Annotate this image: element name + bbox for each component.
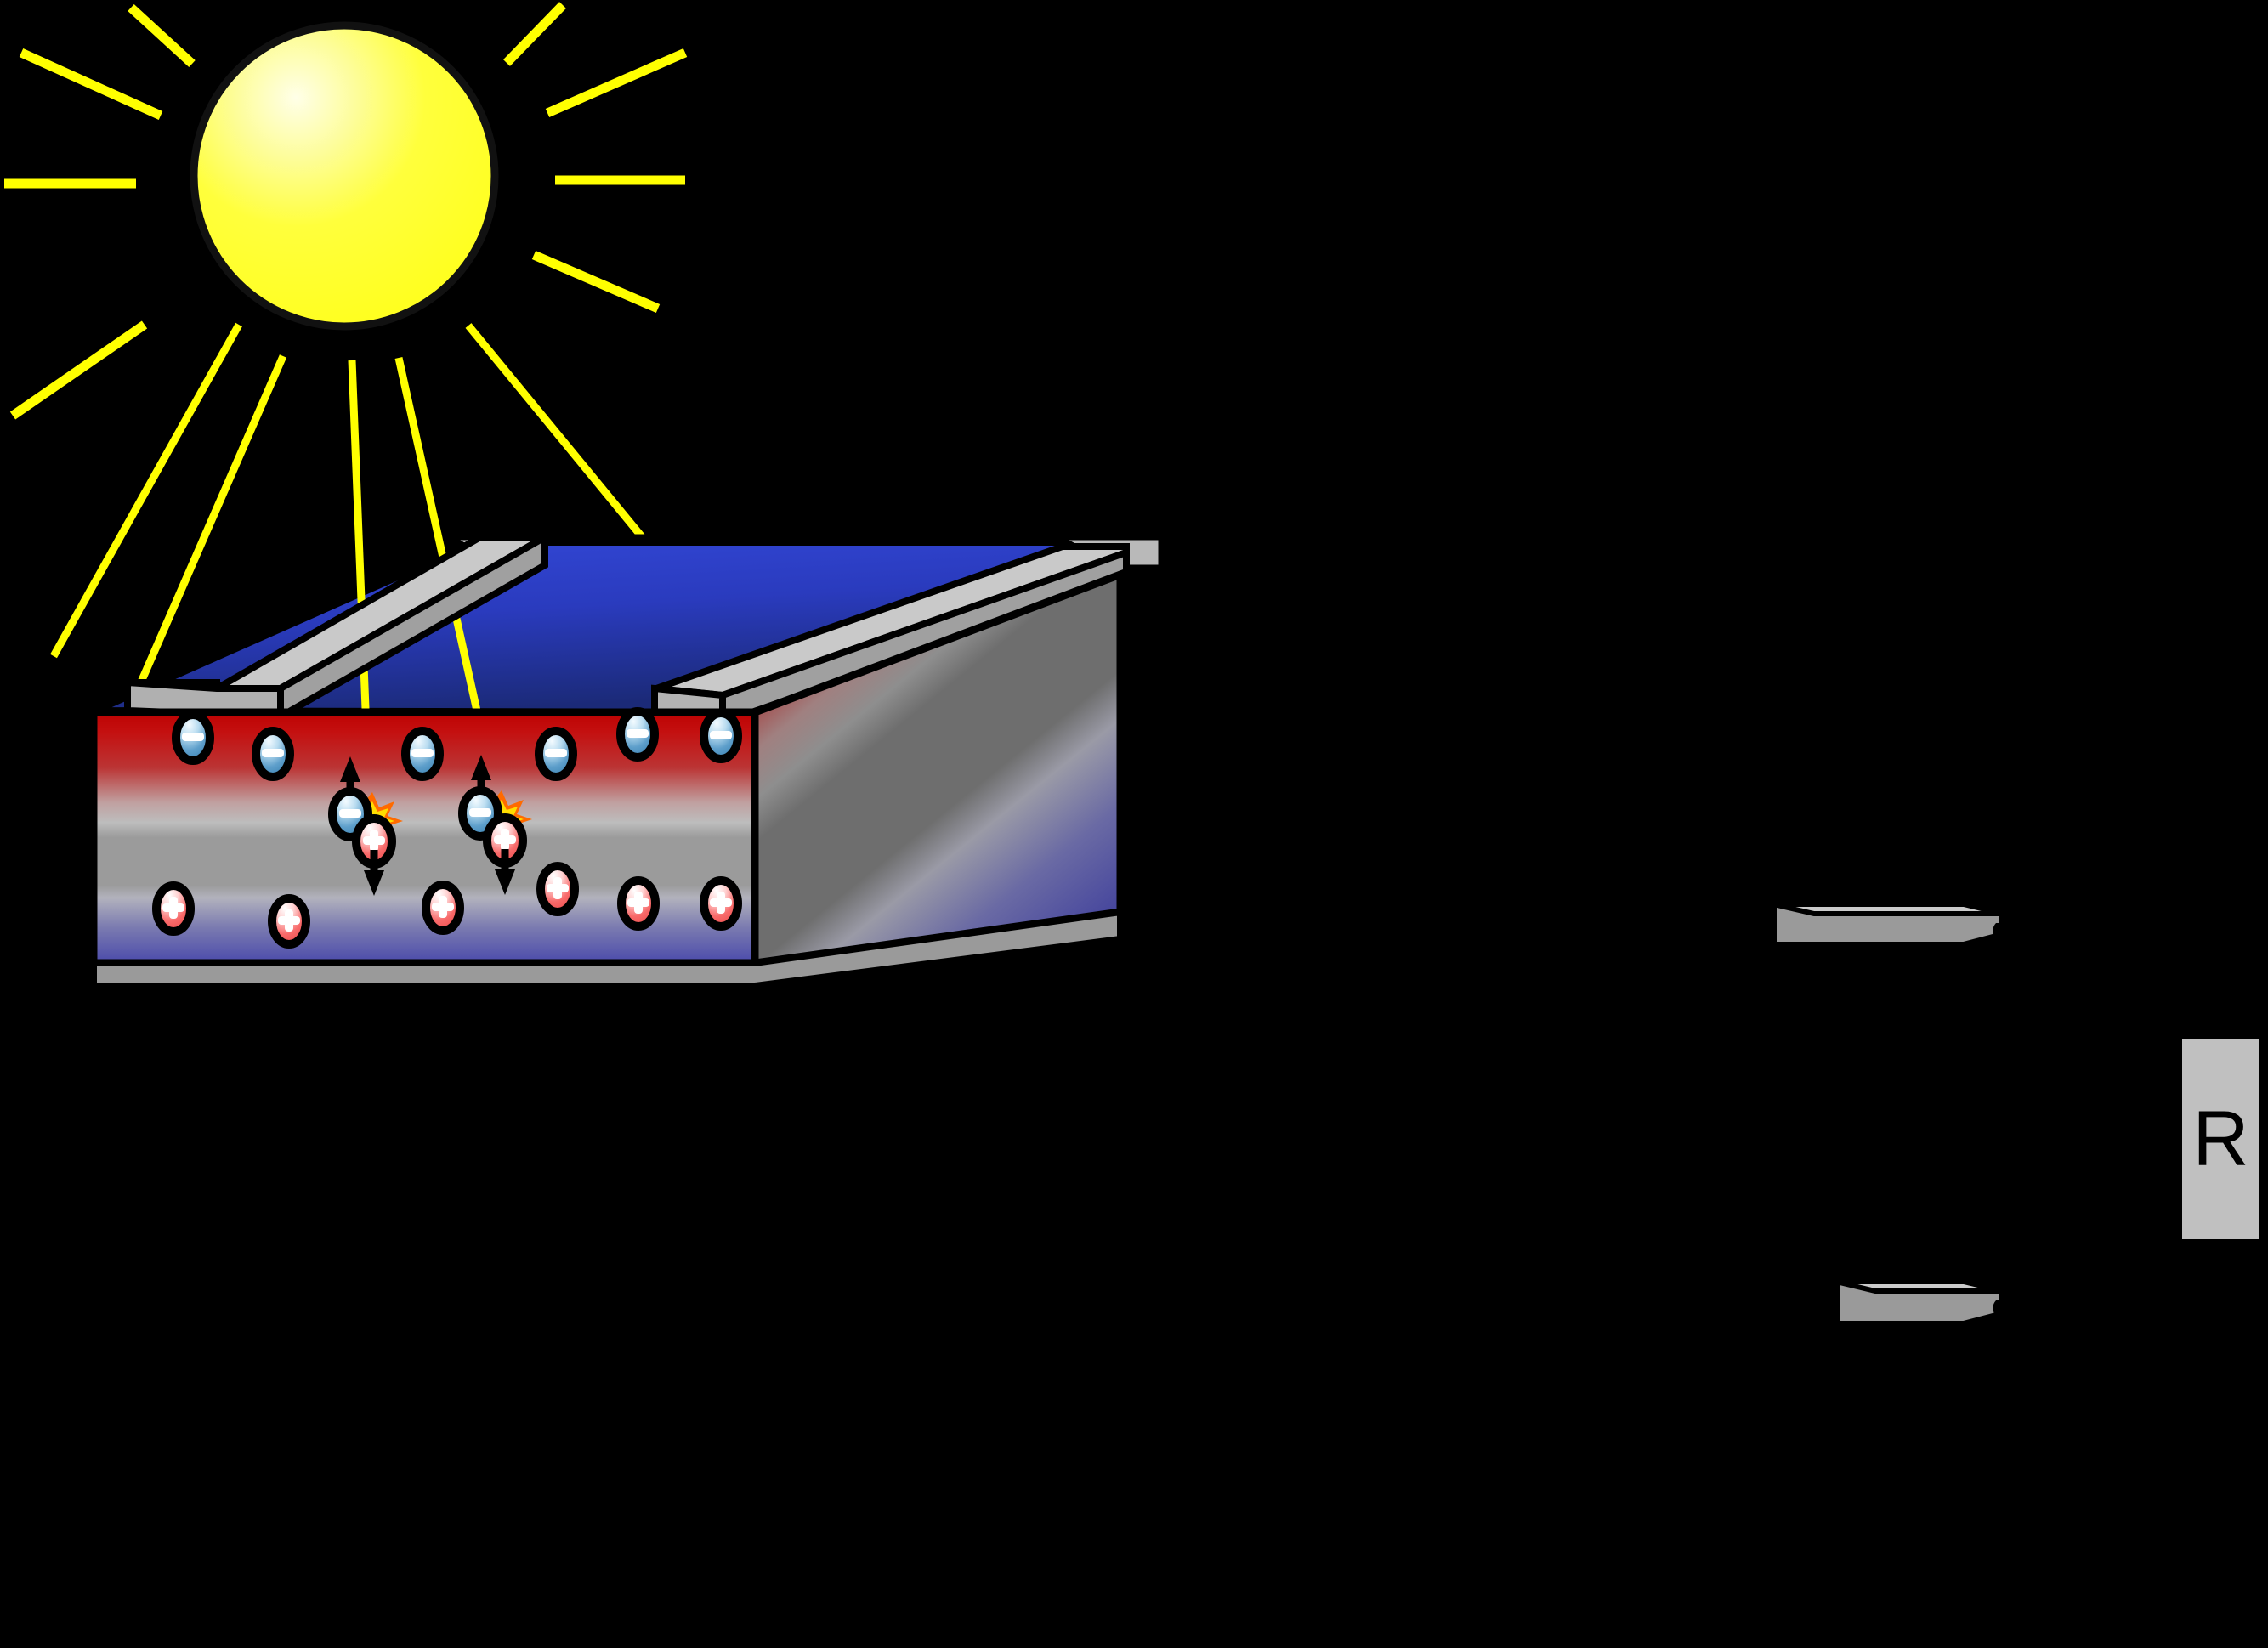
hole [617, 876, 660, 931]
sun-icon [190, 21, 499, 331]
sun-ray [531, 250, 661, 314]
hole [536, 862, 579, 916]
electron [616, 707, 659, 762]
sun-ray [545, 48, 688, 118]
electron-hole-pair-2 [458, 755, 532, 895]
hole [268, 894, 310, 949]
electron [535, 727, 577, 781]
terminal-tab-bottom [1833, 1278, 2006, 1328]
generated-hole [352, 814, 396, 869]
hole [152, 881, 195, 936]
sun-ray [503, 2, 566, 66]
bus-bar-bottom [90, 908, 1124, 989]
resistor-label: R [2192, 1096, 2249, 1182]
terminal-tab-top [1770, 901, 2006, 949]
sun-ray [19, 48, 163, 121]
electron-hole-pair-1 [328, 756, 403, 896]
hole-drift-arrow [495, 849, 515, 895]
electron [700, 709, 742, 763]
hole [422, 881, 464, 935]
sun-rays-short [4, 2, 688, 420]
bus-bar-front-left [124, 531, 558, 722]
electron [172, 711, 214, 765]
sun-ray [128, 3, 196, 68]
hole-drift-arrow [364, 850, 384, 896]
hole [700, 876, 742, 931]
electron [252, 727, 294, 781]
electron-row-top [172, 707, 742, 781]
sun-ray-long [50, 322, 242, 659]
electron [401, 727, 444, 781]
hole-row-bottom [152, 862, 742, 949]
resistor-label-box: R [2182, 1039, 2259, 1239]
sun-ray [9, 320, 148, 420]
sun-ray-long [115, 354, 287, 734]
